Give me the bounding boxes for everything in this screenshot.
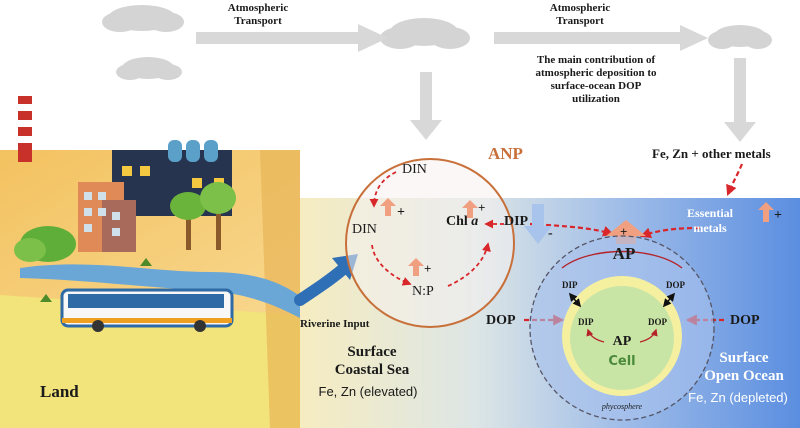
anp-title: ANP bbox=[488, 144, 523, 163]
anp-np: N:P bbox=[412, 284, 434, 299]
cloud-right bbox=[708, 25, 772, 49]
anp-cycle-arrows bbox=[369, 171, 504, 287]
building-brown bbox=[102, 200, 136, 252]
contribution-line-4: utilization bbox=[572, 93, 620, 105]
coastal-label-line2: Coastal Sea bbox=[334, 362, 410, 378]
cell-body bbox=[570, 286, 674, 390]
ap-red-arc bbox=[561, 250, 683, 269]
transport-label-2-line1: Atmospheric bbox=[549, 2, 611, 14]
riverine-arrow bbox=[294, 264, 348, 306]
cell-red-arrows bbox=[586, 328, 658, 343]
deposition-arrow-middle bbox=[410, 72, 442, 140]
anp-circle bbox=[345, 158, 515, 328]
exchange-arrows bbox=[568, 292, 676, 308]
anp-dip: DIP bbox=[504, 214, 529, 229]
anp-din-left: DIN bbox=[352, 222, 377, 237]
ocean-metals-label: Fe, Zn (depleted) bbox=[688, 390, 788, 405]
transport-label-1-line1: Atmospheric bbox=[227, 2, 289, 14]
anp-chl: Chl a bbox=[446, 214, 479, 229]
riverine-input-label: Riverine Input bbox=[300, 318, 370, 330]
contribution-line-3: surface-ocean DOP bbox=[550, 80, 642, 92]
river bbox=[20, 264, 300, 318]
transport-label-2-line2: Transport bbox=[556, 15, 604, 27]
essential-metals-line1: Essential bbox=[686, 206, 734, 220]
transport-label-1-line2: Transport bbox=[234, 15, 282, 27]
metals-label: Fe, Zn + other metals bbox=[652, 146, 771, 161]
ocean-label-line2: Open Ocean bbox=[704, 368, 784, 384]
phycosphere-label: phycosphere bbox=[601, 402, 643, 411]
ap-outer-label: AP bbox=[612, 244, 636, 263]
transport-arrow-1 bbox=[196, 24, 388, 52]
land-label: Land bbox=[40, 382, 79, 401]
land-yellow-base bbox=[0, 295, 300, 428]
essential-metals-line2: metals bbox=[693, 221, 727, 235]
dip-outer-label: DIP bbox=[562, 280, 578, 290]
dop-inner-label: DOP bbox=[648, 317, 667, 327]
bushes bbox=[14, 182, 236, 302]
coastal-metals-label: Fe, Zn (elevated) bbox=[318, 384, 418, 399]
np-plus-sign: + bbox=[424, 261, 432, 276]
cloud-middle bbox=[380, 18, 470, 49]
dop-left-label: DOP bbox=[486, 313, 516, 328]
dip-inner-label: DIP bbox=[578, 317, 594, 327]
anp-din-top: DIN bbox=[402, 162, 427, 177]
decrease-arrow bbox=[524, 204, 552, 244]
cell-label: Cell bbox=[608, 354, 636, 369]
din-plus-sign: + bbox=[397, 205, 405, 220]
contribution-line-2: atmospheric deposition to bbox=[535, 67, 657, 79]
ap-inner-label: AP bbox=[612, 334, 632, 349]
dip-minus-sign: - bbox=[548, 226, 553, 241]
bus bbox=[60, 288, 234, 332]
dop-right-label: DOP bbox=[730, 313, 760, 328]
transport-arrow-2 bbox=[494, 25, 708, 51]
dop-outer-label: DOP bbox=[666, 280, 685, 290]
cloud-left bbox=[102, 5, 184, 80]
deposition-arrow-right bbox=[724, 58, 756, 142]
chl-plus-sign: + bbox=[478, 200, 486, 215]
metals-plus-sign: + bbox=[774, 208, 782, 223]
ocean-label-line1: Surface bbox=[719, 350, 769, 366]
contribution-line-1: The main contribution of bbox=[536, 54, 656, 66]
coastal-label-line1: Surface bbox=[347, 344, 397, 360]
ap-plus-sign: + bbox=[620, 224, 628, 239]
